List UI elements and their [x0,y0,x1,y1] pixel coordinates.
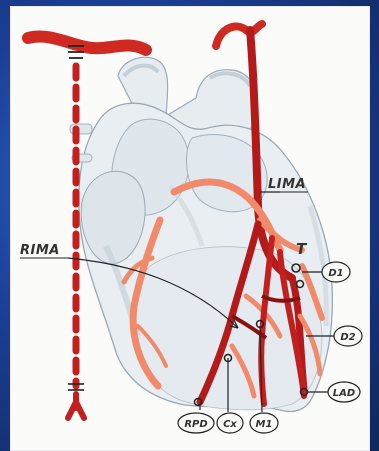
label-rima: RIMA [20,243,60,258]
label-rpd: RPD [184,419,207,430]
label-m1: M1 [256,419,273,430]
label-t: T [296,240,308,258]
heart-drawing [70,57,332,411]
heart-bypass-diagram: LIMA RIMA T D1 D2 LAD RPD Cx M1 [10,6,370,451]
label-d1: D1 [328,268,343,279]
illustration-panel: LIMA RIMA T D1 D2 LAD RPD Cx M1 [10,6,370,451]
label-lad: LAD [333,388,355,399]
label-d2: D2 [340,332,355,343]
label-lima: LIMA [268,177,306,192]
label-cx: Cx [223,419,237,430]
